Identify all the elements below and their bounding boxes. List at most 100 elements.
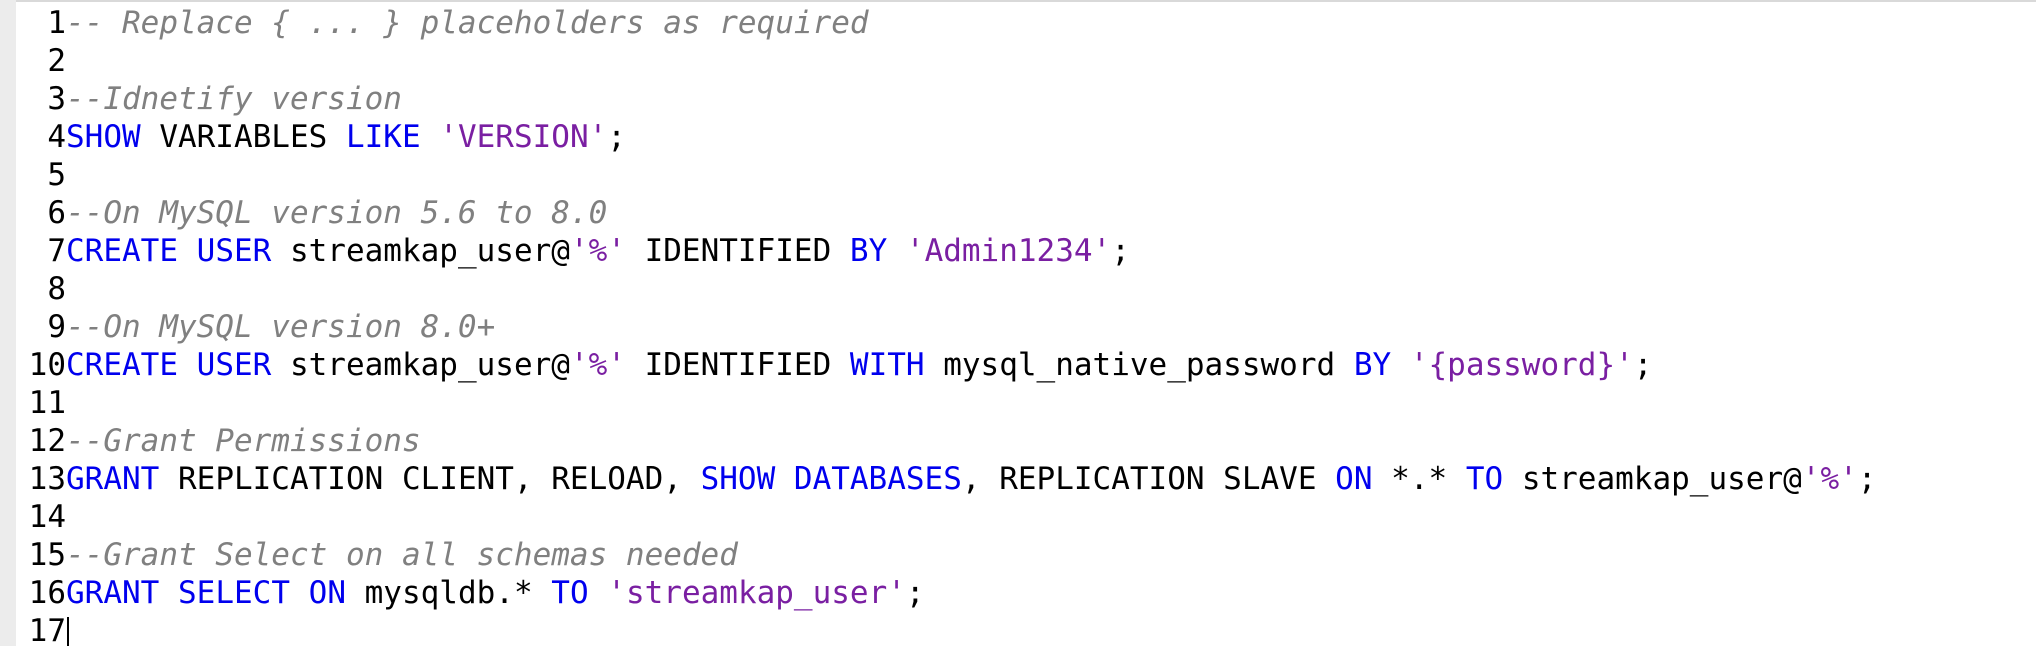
code-text: , REPLICATION SLAVE xyxy=(961,461,1336,497)
string-literal: '%' xyxy=(569,347,626,383)
code-line[interactable]: 6--On MySQL version 5.6 to 8.0 xyxy=(16,194,2036,232)
sql-keyword: USER xyxy=(196,233,272,269)
code-text xyxy=(887,233,906,269)
line-number: 10 xyxy=(28,347,66,383)
string-literal: '%' xyxy=(1801,461,1858,497)
sql-comment: --Grant Permissions xyxy=(66,423,421,459)
code-text xyxy=(178,233,197,269)
line-number: 14 xyxy=(28,499,66,535)
code-line[interactable]: 2 xyxy=(16,42,2036,80)
line-code[interactable]: --Idnetify version xyxy=(66,80,402,118)
code-text: ; xyxy=(1111,233,1130,269)
code-text xyxy=(159,575,178,611)
sql-keyword: SHOW xyxy=(700,461,776,497)
line-number: 9 xyxy=(47,309,66,345)
sql-comment: --On MySQL version 8.0+ xyxy=(66,309,496,345)
text-caret xyxy=(67,616,69,646)
line-number: 12 xyxy=(28,423,66,459)
string-literal: 'Admin1234' xyxy=(905,233,1112,269)
code-text: mysqldb.* xyxy=(345,575,552,611)
code-text xyxy=(1391,347,1410,383)
editor-gutter-strip xyxy=(0,0,16,646)
sql-comment: --Grant Select on all schemas needed xyxy=(66,537,738,573)
sql-keyword: LIKE xyxy=(345,119,421,155)
sql-keyword: CREATE xyxy=(66,347,178,383)
line-number: 1 xyxy=(47,5,66,41)
sql-keyword: ON xyxy=(1335,461,1373,497)
code-text: IDENTIFIED xyxy=(625,347,850,383)
code-text: ; xyxy=(1633,347,1653,383)
line-code[interactable]: GRANT SELECT ON mysqldb.* TO 'streamkap_… xyxy=(66,574,925,612)
line-number: 11 xyxy=(28,385,66,421)
code-line[interactable]: 11 xyxy=(16,384,2036,422)
sql-keyword: CREATE xyxy=(66,233,178,269)
code-text: streamkap_user@ xyxy=(271,233,570,269)
code-text: *.* xyxy=(1372,461,1466,497)
code-text: streamkap_user@ xyxy=(1503,461,1802,497)
line-code[interactable]: SHOW VARIABLES LIKE 'VERSION'; xyxy=(66,118,626,156)
line-number: 16 xyxy=(28,575,66,611)
code-line[interactable]: 5 xyxy=(16,156,2036,194)
line-code[interactable]: --Grant Permissions xyxy=(66,422,421,460)
line-code[interactable]: --On MySQL version 8.0+ xyxy=(66,308,495,346)
string-literal: '{password}' xyxy=(1409,347,1634,383)
string-literal: 'VERSION' xyxy=(439,119,608,155)
code-line[interactable]: 3--Idnetify version xyxy=(16,80,2036,118)
sql-keyword: BY xyxy=(849,233,888,269)
line-code[interactable]: CREATE USER streamkap_user@'%' IDENTIFIE… xyxy=(66,346,1652,384)
sql-comment: -- Replace { ... } placeholders as requi… xyxy=(66,5,869,41)
code-text xyxy=(775,461,794,497)
code-line[interactable]: 8 xyxy=(16,270,2036,308)
code-text xyxy=(290,575,309,611)
string-literal: 'streamkap_user' xyxy=(607,575,906,611)
code-lines[interactable]: 1-- Replace { ... } placeholders as requ… xyxy=(16,4,2036,646)
sql-comment: --On MySQL version 5.6 to 8.0 xyxy=(66,195,608,231)
sql-keyword: ON xyxy=(308,575,346,611)
line-number: 6 xyxy=(47,195,66,231)
code-text xyxy=(421,119,440,155)
string-literal: '%' xyxy=(569,233,626,269)
line-number: 8 xyxy=(47,271,66,307)
line-number: 3 xyxy=(47,81,66,117)
sql-keyword: USER xyxy=(196,347,272,383)
line-number: 17 xyxy=(28,613,66,646)
line-code[interactable] xyxy=(66,612,69,646)
code-line[interactable]: 12--Grant Permissions xyxy=(16,422,2036,460)
line-number: 7 xyxy=(47,233,66,269)
code-line[interactable]: 17 xyxy=(16,612,2036,646)
sql-keyword: TO xyxy=(551,575,589,611)
sql-keyword: BY xyxy=(1353,347,1392,383)
code-line[interactable]: 1-- Replace { ... } placeholders as requ… xyxy=(16,4,2036,42)
code-text: VARIABLES xyxy=(140,119,346,155)
code-text: streamkap_user@ xyxy=(271,347,570,383)
line-number: 5 xyxy=(47,157,66,193)
code-text: mysql_native_password xyxy=(924,347,1354,383)
line-code[interactable]: CREATE USER streamkap_user@'%' IDENTIFIE… xyxy=(66,232,1130,270)
sql-comment: --Idnetify version xyxy=(66,81,402,117)
code-text: ; xyxy=(905,575,925,611)
line-number: 13 xyxy=(28,461,66,497)
sql-keyword: DATABASES xyxy=(793,461,962,497)
editor-top-border xyxy=(16,0,2036,2)
line-code[interactable]: --Grant Select on all schemas needed xyxy=(66,536,738,574)
sql-keyword: GRANT xyxy=(66,461,160,497)
code-line[interactable]: 9--On MySQL version 8.0+ xyxy=(16,308,2036,346)
code-text: ; xyxy=(607,119,626,155)
sql-keyword: SELECT xyxy=(178,575,290,611)
code-line[interactable]: 15--Grant Select on all schemas needed xyxy=(16,536,2036,574)
line-number: 15 xyxy=(28,537,66,573)
code-line[interactable]: 14 xyxy=(16,498,2036,536)
line-code[interactable]: GRANT REPLICATION CLIENT, RELOAD, SHOW D… xyxy=(66,460,1876,498)
line-code[interactable]: --On MySQL version 5.6 to 8.0 xyxy=(66,194,607,232)
code-text: ; xyxy=(1857,461,1877,497)
code-text: REPLICATION CLIENT, RELOAD, xyxy=(159,461,701,497)
sql-keyword: GRANT xyxy=(66,575,160,611)
code-text: IDENTIFIED xyxy=(625,233,850,269)
line-code[interactable]: -- Replace { ... } placeholders as requi… xyxy=(66,4,869,42)
